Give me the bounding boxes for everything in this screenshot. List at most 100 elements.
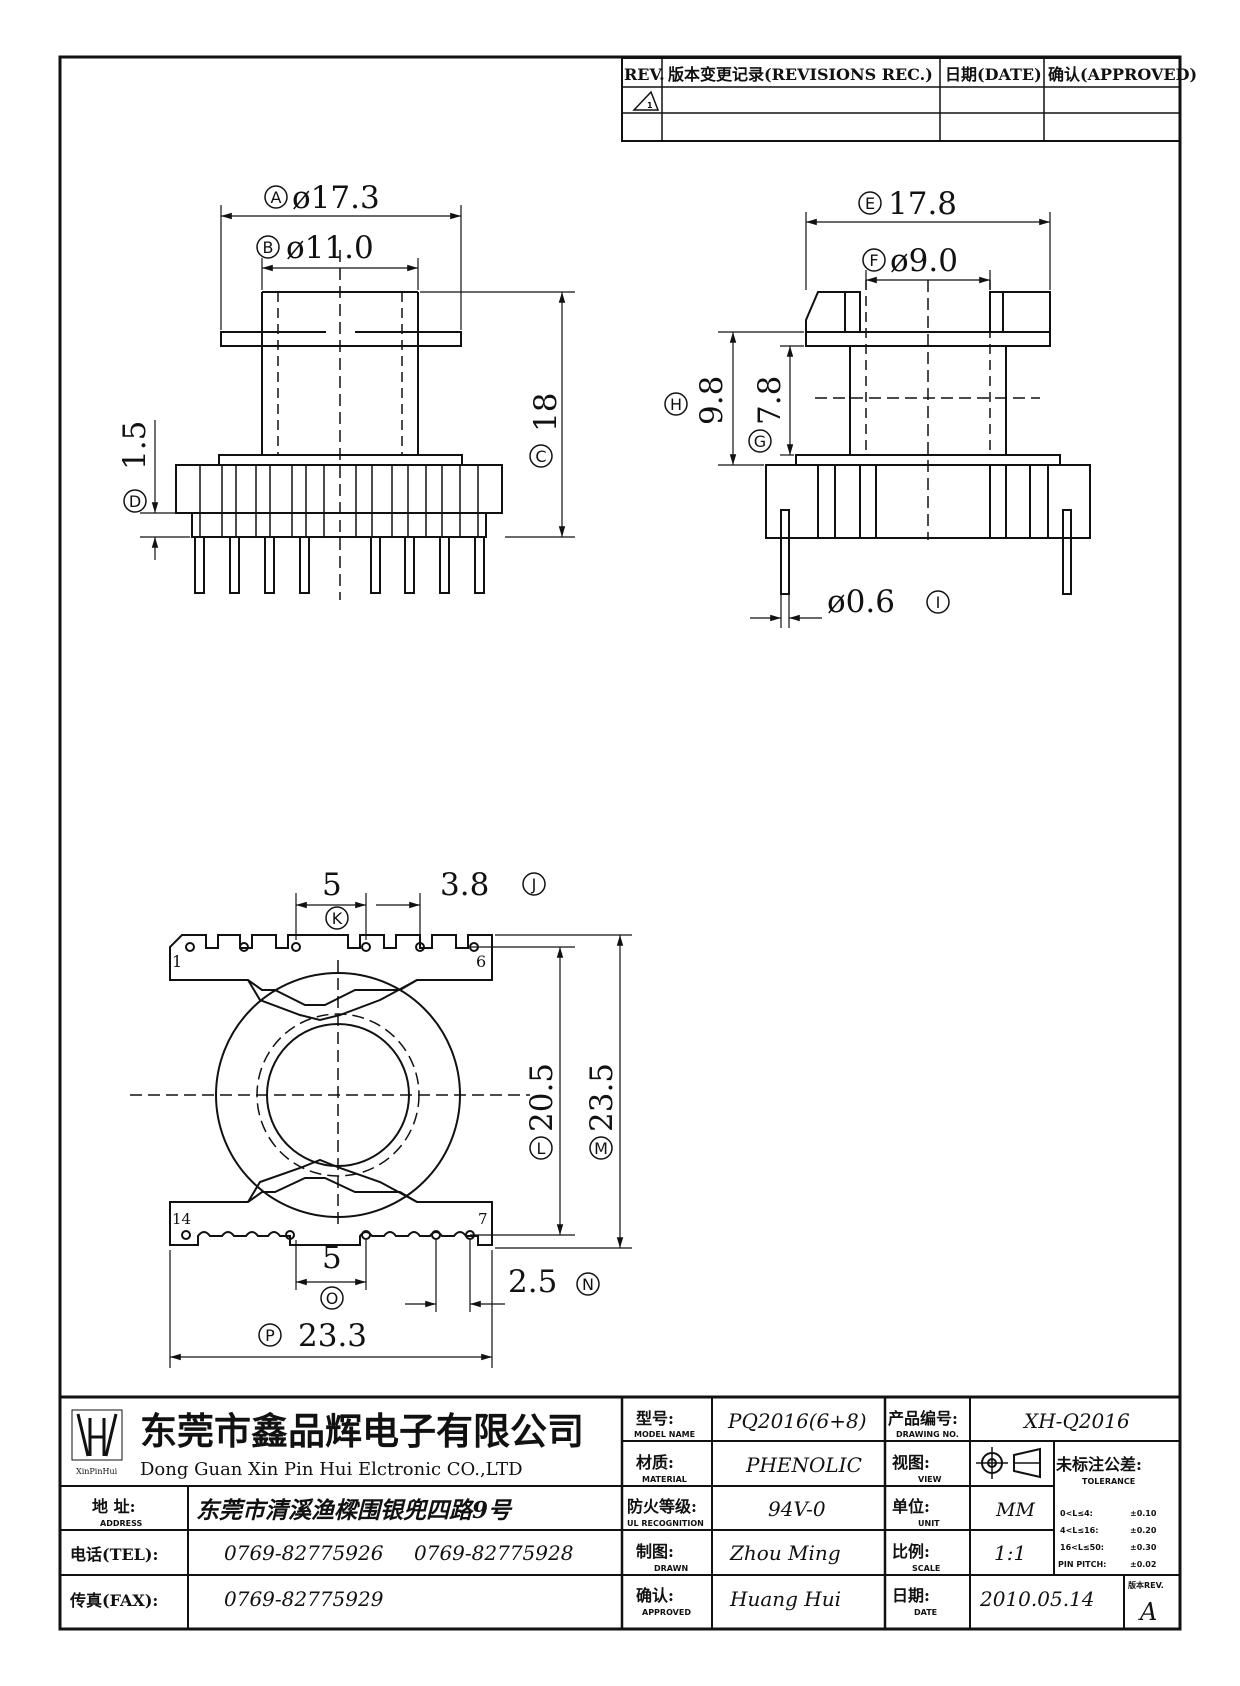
dim-n-letter: N [582, 1275, 594, 1294]
rev-header-approved: 确认(APPROVED) [1048, 65, 1197, 84]
ul-value: 94V-0 [768, 1497, 826, 1521]
model-sublabel: MODEL NAME [634, 1430, 695, 1439]
date-label: 日期: [892, 1586, 930, 1605]
material-value: PHENOLIC [745, 1453, 862, 1477]
dim-d: 1.5 D [117, 421, 153, 513]
dim-m-letter: M [594, 1139, 608, 1158]
dim-e: E 17.8 [858, 186, 957, 222]
dim-p: P 23.3 [258, 1318, 367, 1354]
drawn-value: Zhou Ming [729, 1541, 841, 1565]
dim-o-letter: O [326, 1289, 339, 1308]
tolerance-range-3: 16<L≤50: [1060, 1543, 1104, 1552]
dim-p-letter: P [265, 1326, 275, 1345]
dim-c: 18 C [528, 393, 564, 468]
dim-b-value: ø11.0 [286, 230, 374, 266]
dim-l: 20.5 L [524, 1063, 560, 1160]
drawing-no-sublabel: DRAWING NO. [896, 1430, 959, 1439]
unit-label: 单位: [892, 1497, 930, 1516]
dim-g-value: 7.8 [752, 376, 788, 425]
dim-m: 23.5 M [584, 1063, 620, 1160]
fax-label: 传真(FAX): [69, 1591, 158, 1610]
tel-value-2: 0769-82775928 [414, 1541, 573, 1565]
side-view [140, 205, 575, 600]
rev-value: A [1138, 1598, 1157, 1626]
dim-n-value: 2.5 [508, 1264, 557, 1300]
logo-text: XinPinHui [76, 1467, 118, 1476]
tel-value-1: 0769-82775926 [224, 1541, 384, 1565]
dim-h-letter: H [670, 395, 682, 414]
date-sublabel: DATE [914, 1608, 937, 1617]
pin-label-6: 6 [476, 952, 486, 971]
scale-label: 比例: [892, 1542, 930, 1561]
tolerance-range-1: 0<L≤4: [1060, 1509, 1093, 1518]
rev-row-mark: 1 [647, 101, 653, 110]
dim-f-letter: F [869, 251, 878, 270]
rev-label: 版本REV. [1127, 1580, 1164, 1590]
dim-g-letter: G [754, 432, 766, 451]
dim-d-value: 1.5 [117, 421, 153, 470]
dim-a-letter: A [271, 188, 282, 207]
outer-border [58, 55, 1182, 1631]
scale-value: 1:1 [994, 1541, 1026, 1565]
rev-header-date: 日期(DATE) [945, 65, 1042, 84]
dim-k: 5 K [322, 867, 349, 930]
pin-label-7: 7 [478, 1210, 488, 1228]
tolerance-sublabel: TOLERANCE [1082, 1477, 1135, 1486]
front-view [718, 212, 1091, 628]
drawn-label: 制图: [636, 1542, 674, 1561]
dim-a: A ø17.3 [264, 180, 380, 216]
revision-table [621, 57, 1181, 142]
drawing-no-label: 产品编号: [888, 1409, 958, 1428]
dim-o-value: 5 [322, 1240, 342, 1276]
dim-a-value: ø17.3 [292, 180, 380, 216]
material-label: 材质: [636, 1453, 674, 1472]
address-label: 地 址: [92, 1497, 135, 1516]
tolerance-value-4: ±0.02 [1130, 1560, 1156, 1569]
dim-l-value: 20.5 [524, 1063, 560, 1132]
tolerance-range-4: PIN PITCH: [1058, 1560, 1106, 1569]
title-block [60, 1395, 1180, 1629]
dim-f-value: ø9.0 [890, 243, 958, 279]
dim-h: 9.8 H [664, 376, 730, 425]
drawing-no-value: XH-Q2016 [1022, 1409, 1130, 1433]
tolerance-range-2: 4<L≤16: [1060, 1526, 1098, 1535]
tolerance-value-3: ±0.30 [1130, 1543, 1157, 1552]
dim-k-letter: K [332, 909, 343, 928]
dim-n: 2.5 N [508, 1264, 600, 1300]
dim-i-letter: I [936, 593, 941, 612]
rev-header-rev: REV. [624, 65, 665, 84]
unit-value: MM [995, 1499, 1035, 1521]
dim-h-value: 9.8 [694, 376, 730, 425]
dim-b-letter: B [263, 238, 274, 257]
dim-k-value: 5 [322, 867, 342, 903]
tel-label: 电话(TEL): [70, 1545, 158, 1564]
address-sublabel: ADDRESS [100, 1519, 143, 1528]
rev-header-record: 版本变更记录(REVISIONS REC.) [667, 65, 933, 84]
fax-value: 0769-82775929 [224, 1587, 384, 1611]
dim-b: B ø11.0 [256, 230, 374, 266]
dim-o: 5 O [320, 1240, 344, 1310]
view-label: 视图: [892, 1453, 930, 1472]
dim-i: ø0.6 I [827, 584, 950, 620]
dim-d-letter: D [129, 492, 141, 511]
tolerance-value-1: ±0.10 [1130, 1509, 1157, 1518]
dim-p-value: 23.3 [298, 1318, 367, 1354]
dim-m-value: 23.5 [584, 1063, 620, 1132]
drawn-sublabel: DRAWN [654, 1564, 688, 1573]
dim-j-letter: J [531, 875, 537, 894]
company-name-en: Dong Guan Xin Pin Hui Elctronic CO.,LTD [140, 1459, 523, 1480]
dim-i-value: ø0.6 [827, 584, 895, 620]
dim-c-value: 18 [528, 393, 564, 432]
ul-sublabel: UL RECOGNITION [627, 1519, 704, 1528]
company-name-cn: 东莞市鑫品辉电子有限公司 [140, 1409, 584, 1453]
model-value: PQ2016(6+8) [727, 1409, 867, 1433]
view-sublabel: VIEW [918, 1475, 942, 1484]
model-label: 型号: [636, 1409, 674, 1428]
dim-j-value: 3.8 [440, 867, 489, 903]
tolerance-value-2: ±0.20 [1130, 1526, 1157, 1535]
address-value: 东莞市清溪渔樑围银兜四路9号 [196, 1497, 513, 1524]
pin-label-14: 14 [172, 1210, 191, 1228]
approved-sublabel: APPROVED [642, 1608, 691, 1617]
